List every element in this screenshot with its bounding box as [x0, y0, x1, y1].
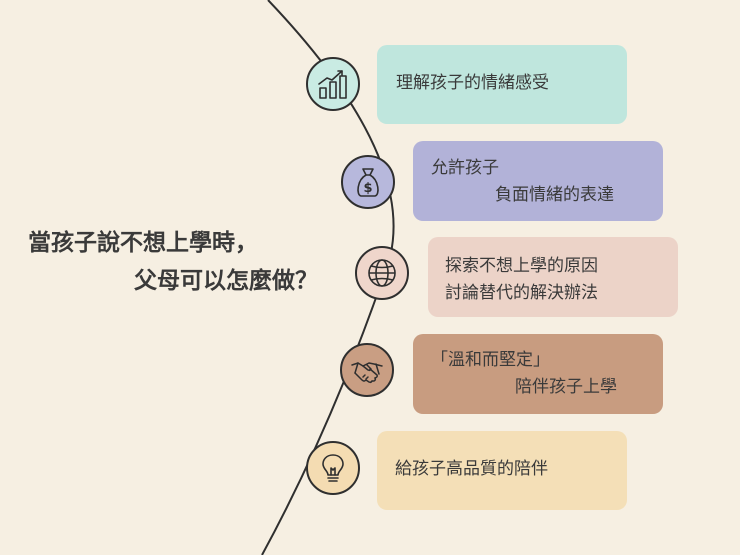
globe-icon — [368, 259, 396, 287]
step-3-card: 探索不想上學的原因 討論替代的解決辦法 — [428, 237, 678, 317]
step-1-node — [306, 57, 360, 111]
title-line-2: 父母可以怎麼做？ — [134, 268, 318, 294]
step-2-node: $ — [341, 155, 395, 209]
step-3-line-1: 探索不想上學的原因 — [445, 256, 598, 276]
page-title: 當孩子說不想上學時， 父母可以怎麼做？ — [20, 224, 320, 300]
step-2-line-1: 允許孩子 — [431, 158, 499, 178]
step-5-node — [306, 441, 360, 495]
title-line-1: 當孩子說不想上學時， — [28, 230, 258, 256]
step-1-line-1: 理解孩子的情緒感受 — [396, 73, 549, 93]
handshake-icon — [351, 362, 383, 384]
growth-chart-icon — [318, 70, 347, 99]
step-5-line-1: 給孩子高品質的陪伴 — [395, 459, 548, 479]
step-4-line-2: 陪伴孩子上學 — [515, 377, 617, 397]
step-1-card: 理解孩子的情緒感受 — [377, 45, 627, 124]
step-4-node — [340, 343, 394, 397]
lightbulb-icon — [322, 454, 344, 482]
money-bag-icon: $ — [357, 168, 379, 197]
step-2-line-2: 負面情緒的表達 — [495, 185, 614, 205]
step-3-node — [355, 246, 409, 300]
step-5-card: 給孩子高品質的陪伴 — [377, 431, 627, 510]
step-4-line-1: 「溫和而堅定」 — [431, 350, 550, 370]
step-4-card: 「溫和而堅定」 陪伴孩子上學 — [413, 334, 663, 414]
step-3-line-2: 討論替代的解決辦法 — [445, 283, 598, 303]
svg-text:$: $ — [363, 181, 372, 196]
step-2-card: 允許孩子 負面情緒的表達 — [413, 141, 663, 221]
